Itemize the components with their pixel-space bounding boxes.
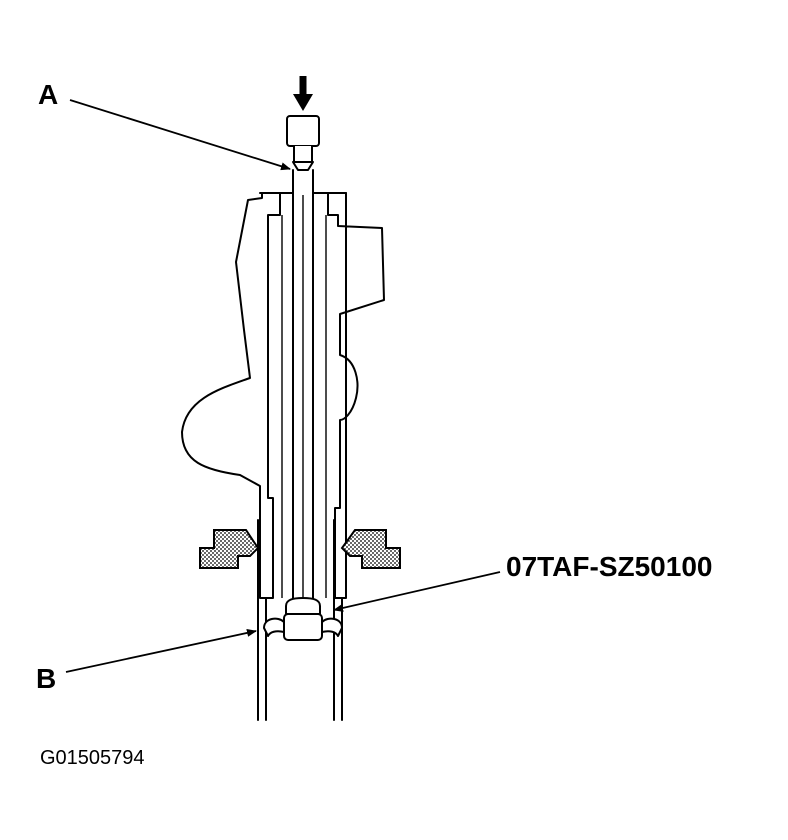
special-tool — [263, 597, 343, 641]
leader-tool — [333, 571, 501, 612]
rubber-boot — [181, 192, 281, 599]
press-adapter — [286, 115, 320, 171]
press-force-arrow — [293, 76, 313, 111]
label-b: B — [36, 663, 56, 694]
spring-seat-right — [340, 529, 401, 569]
label-a: A — [38, 79, 58, 110]
leader-b — [65, 628, 257, 673]
piston-rod — [292, 165, 314, 610]
figure-id: G01505794 — [40, 747, 145, 769]
leader-a — [69, 99, 291, 171]
spring-seat-left — [199, 529, 260, 569]
label-tool-number: 07TAF-SZ50100 — [506, 551, 712, 582]
